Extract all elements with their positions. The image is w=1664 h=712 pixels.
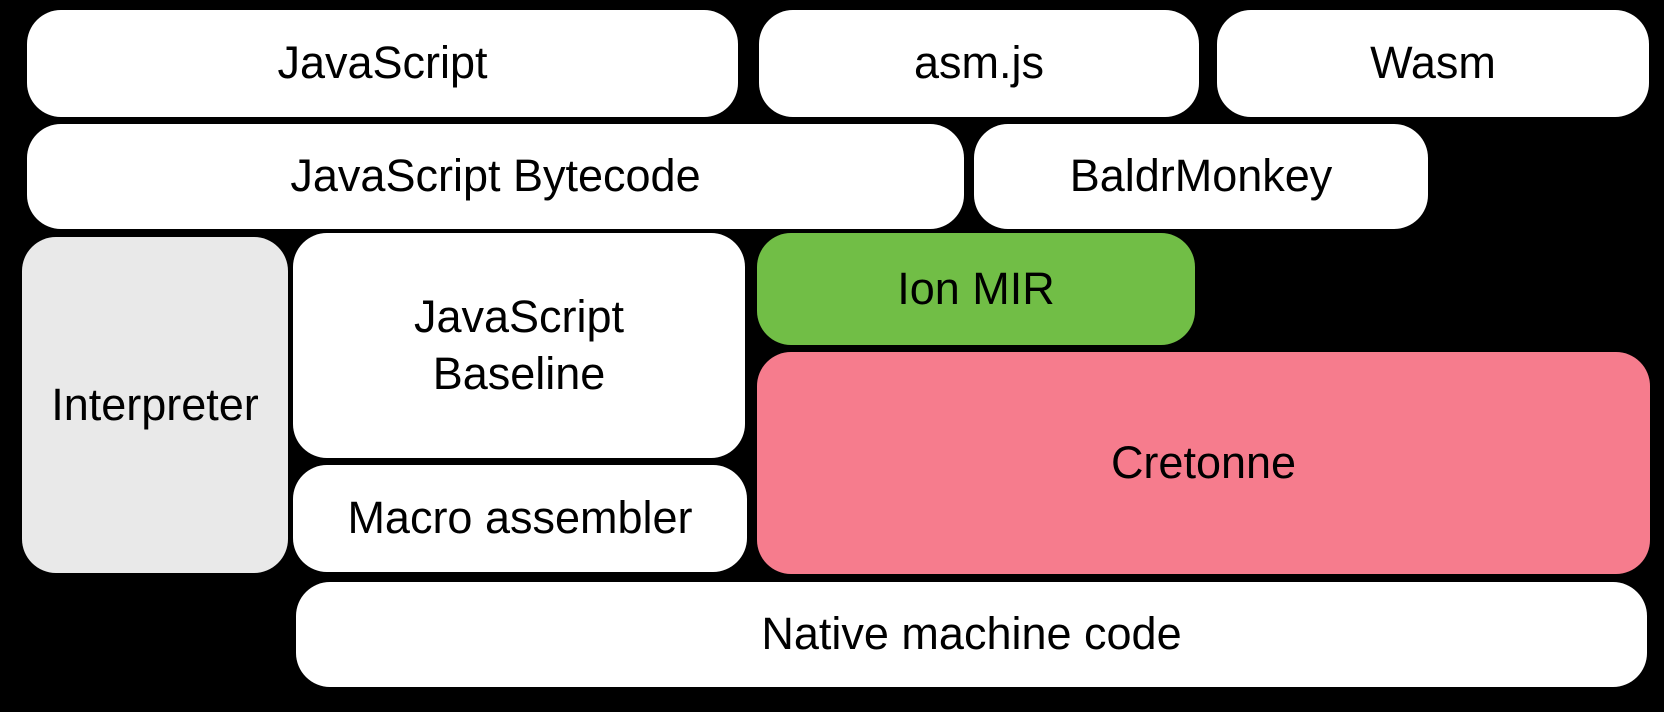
box-native-machine-code-label: Native machine code bbox=[761, 608, 1182, 660]
box-ion-mir: Ion MIR bbox=[757, 233, 1195, 345]
box-interpreter: Interpreter bbox=[22, 237, 288, 573]
box-baldrmonkey-label: BaldrMonkey bbox=[1069, 150, 1333, 202]
box-native-machine-code: Native machine code bbox=[296, 582, 1647, 687]
box-cretonne: Cretonne bbox=[757, 352, 1650, 574]
box-wasm-label: Wasm bbox=[1370, 37, 1496, 89]
box-macro-assembler: Macro assembler bbox=[293, 465, 747, 572]
box-baldrmonkey: BaldrMonkey bbox=[974, 124, 1428, 229]
box-asmjs: asm.js bbox=[759, 10, 1199, 117]
box-interpreter-label: Interpreter bbox=[51, 378, 259, 430]
box-javascript-baseline: JavaScript Baseline bbox=[293, 233, 745, 458]
box-macro-assembler-label: Macro assembler bbox=[347, 492, 693, 544]
box-javascript-label: JavaScript bbox=[277, 37, 488, 89]
box-cretonne-label: Cretonne bbox=[1110, 436, 1297, 488]
box-asmjs-label: asm.js bbox=[913, 37, 1044, 89]
box-wasm: Wasm bbox=[1217, 10, 1649, 117]
box-javascript-baseline-label-line2: Baseline bbox=[432, 347, 606, 399]
box-javascript-bytecode-label: JavaScript Bytecode bbox=[290, 150, 701, 202]
box-ion-mir-label: Ion MIR bbox=[897, 262, 1055, 314]
box-javascript-baseline-label-line1: JavaScript bbox=[413, 290, 625, 342]
box-javascript-bytecode: JavaScript Bytecode bbox=[27, 124, 964, 229]
box-javascript: JavaScript bbox=[27, 10, 738, 117]
